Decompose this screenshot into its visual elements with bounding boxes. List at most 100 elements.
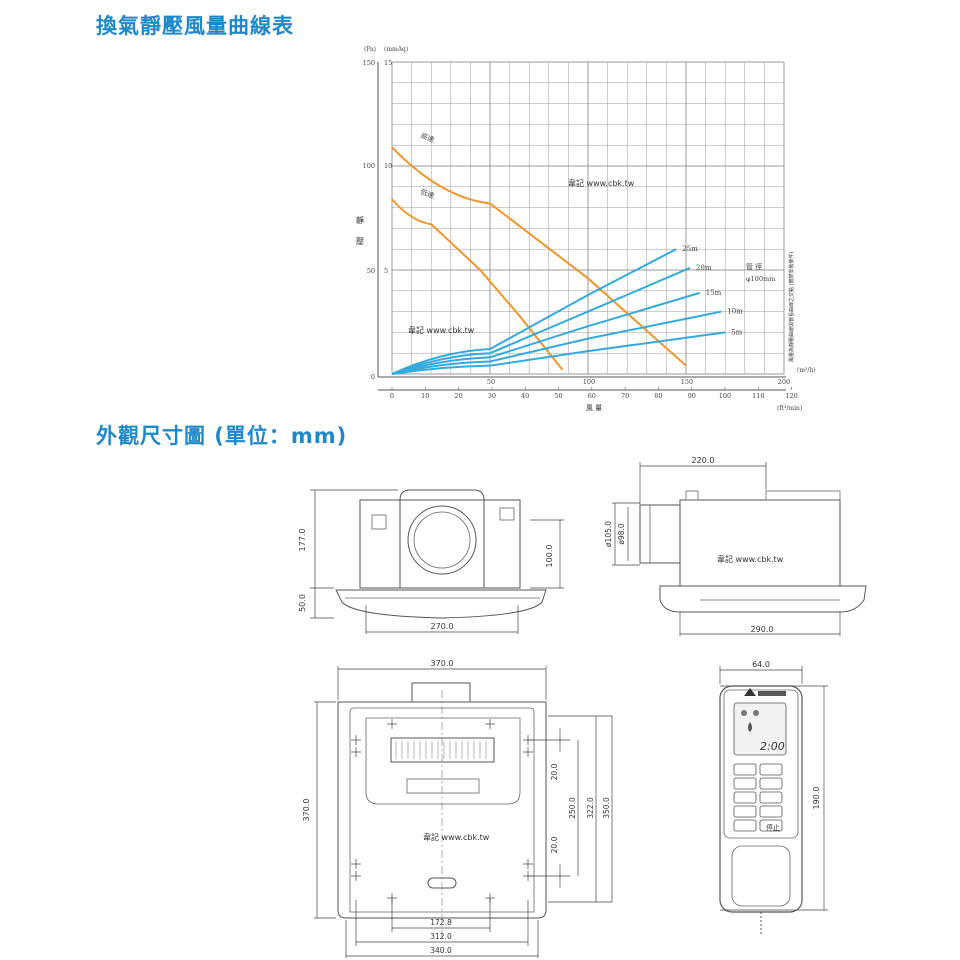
remote-button[interactable] bbox=[759, 777, 783, 790]
bottom-dim-b3: 340.0 bbox=[430, 946, 452, 955]
remote-button[interactable] bbox=[733, 777, 757, 790]
ytick-mmaq-15: 15 bbox=[384, 59, 392, 67]
bottom-dim-r5: 20.0 bbox=[550, 836, 559, 853]
remote-button[interactable] bbox=[759, 819, 783, 832]
dimensions-heading: 外觀尺寸圖 (單位：mm) bbox=[96, 424, 348, 448]
side-grille bbox=[659, 585, 867, 613]
side-outer-diameter: ø105.0 bbox=[604, 521, 613, 547]
side-top-block bbox=[765, 490, 841, 501]
front-height: 177.0 bbox=[298, 529, 307, 552]
side-width-bottom: 290.0 bbox=[751, 625, 774, 634]
ft3-tick-label: 120 bbox=[785, 392, 797, 400]
ft3-tick-label: 30 bbox=[488, 392, 496, 400]
bottom-small-slot bbox=[406, 778, 480, 794]
bottom-panel bbox=[337, 701, 547, 919]
ft3-tick-label: 90 bbox=[688, 392, 696, 400]
series-label-0: 高速 bbox=[419, 131, 435, 145]
bottom-dim-b1: 172.8 bbox=[430, 918, 452, 927]
bottom-view-drawing: 韋記 www.cbk.tw 370.0 370.0 20.0 250.0 322… bbox=[302, 659, 613, 958]
brand-wordmark bbox=[758, 691, 786, 696]
display-icon-2 bbox=[753, 710, 759, 716]
xtick-m3-50: 50 bbox=[487, 378, 495, 386]
ft3-tick-label: 20 bbox=[454, 392, 462, 400]
flame-icon bbox=[748, 722, 752, 732]
series-label-4: 15m bbox=[706, 289, 722, 297]
series-line-5 bbox=[391, 310, 722, 375]
display-icon-1 bbox=[741, 710, 747, 716]
remote-button[interactable] bbox=[759, 763, 783, 776]
ft3-tick-label: 40 bbox=[521, 392, 529, 400]
stop-label: 停止 bbox=[766, 823, 780, 832]
bottom-dim-r3: 322.0 bbox=[586, 797, 595, 819]
bottom-watermark: 韋記 www.cbk.tw bbox=[423, 832, 490, 842]
remote-button[interactable] bbox=[759, 805, 783, 818]
bottom-top-width: 370.0 bbox=[431, 659, 454, 668]
series-label-5: 10m bbox=[727, 308, 743, 316]
side-watermark: 韋記 www.cbk.tw bbox=[717, 554, 784, 564]
ytick-mmaq-5: 5 bbox=[384, 267, 388, 275]
ft3-tick-label: 110 bbox=[752, 392, 764, 400]
side-inner-diameter: ø98.0 bbox=[617, 523, 626, 545]
side-tab bbox=[685, 490, 699, 501]
front-body bbox=[359, 499, 521, 589]
remote-button[interactable] bbox=[733, 791, 757, 804]
display-time: 2:00 bbox=[760, 740, 785, 753]
x-unit-m3h: (m³/h) bbox=[797, 367, 816, 374]
bottom-left-height: 370.0 bbox=[302, 799, 311, 822]
front-duct-housing bbox=[399, 489, 485, 589]
series-label-1: 低速 bbox=[419, 187, 435, 201]
side-view-drawing: 220.0 ø105.0 ø98.0 韋記 www.cbk.tw 290.0 bbox=[604, 456, 867, 636]
pipe-size: φ100mm bbox=[746, 275, 775, 283]
ytick-pa-150: 150 bbox=[363, 59, 375, 67]
remote-button[interactable] bbox=[759, 791, 783, 804]
remote-button[interactable] bbox=[733, 763, 757, 776]
ft3-tick-label: 50 bbox=[554, 392, 562, 400]
front-bracket-2 bbox=[499, 507, 515, 521]
xtick-m3-200: 200 bbox=[778, 378, 790, 386]
y-unit-mmaq: (mmAq) bbox=[384, 46, 408, 53]
remote-button[interactable] bbox=[733, 805, 757, 818]
bottom-dim-r4: 350.0 bbox=[602, 797, 611, 819]
series-line-1 bbox=[391, 198, 564, 371]
bottom-vent-slot bbox=[390, 737, 495, 763]
front-view-drawing: 177.0 50.0 100.0 270.0 bbox=[298, 489, 564, 634]
side-width-top: 220.0 bbox=[692, 456, 715, 465]
remote-holder bbox=[731, 845, 791, 907]
series-line-3 bbox=[391, 267, 691, 375]
ft3-tick-label: 60 bbox=[588, 392, 596, 400]
bottom-inner-panel bbox=[349, 707, 535, 913]
front-inner-height: 100.0 bbox=[545, 545, 554, 568]
xlabel: 風 量 bbox=[586, 404, 602, 412]
brand-logo-icon bbox=[744, 688, 756, 696]
remote-width: 64.0 bbox=[752, 660, 770, 669]
ylabel-char-1: 靜 bbox=[356, 215, 364, 225]
ft3-tick-label: 0 bbox=[390, 392, 394, 400]
ytick-pa-50: 50 bbox=[367, 267, 375, 275]
series-label-3: 20m bbox=[696, 264, 712, 272]
ft3-tick-label: 80 bbox=[654, 392, 662, 400]
ft3-tick-label: 10 bbox=[421, 392, 429, 400]
front-bracket bbox=[371, 514, 387, 530]
side-duct bbox=[639, 504, 681, 564]
remote-control-drawing: 2:00 停止 190.0 64.0 bbox=[719, 660, 828, 934]
x-unit-ft3: (ft³/min) bbox=[777, 405, 802, 412]
series-line-4 bbox=[391, 291, 701, 375]
side-body bbox=[679, 499, 841, 587]
remote-button[interactable] bbox=[733, 819, 757, 832]
series-line-6 bbox=[391, 331, 726, 375]
pressure-flow-chart: (Pa) (mmAq) 靜 壓 0 50 100 150 5 10 15 50 … bbox=[356, 46, 816, 412]
ytick-pa-0: 0 bbox=[371, 373, 375, 381]
bottom-recess bbox=[365, 717, 521, 805]
pipe-label: 管 徑 bbox=[746, 262, 762, 271]
chart-watermark-1: 韋記 www.cbk.tw bbox=[568, 178, 635, 188]
screw-hole-marks bbox=[351, 719, 533, 903]
ytick-pa-100: 100 bbox=[363, 162, 375, 170]
bottom-dim-r1: 20.0 bbox=[550, 763, 559, 780]
remote-display bbox=[733, 702, 787, 756]
front-width: 270.0 bbox=[431, 622, 454, 631]
front-grille bbox=[335, 589, 547, 619]
vent-slot-lines bbox=[395, 741, 487, 759]
bottom-dim-b2: 312.0 bbox=[430, 932, 452, 941]
series-line-2 bbox=[391, 248, 677, 375]
